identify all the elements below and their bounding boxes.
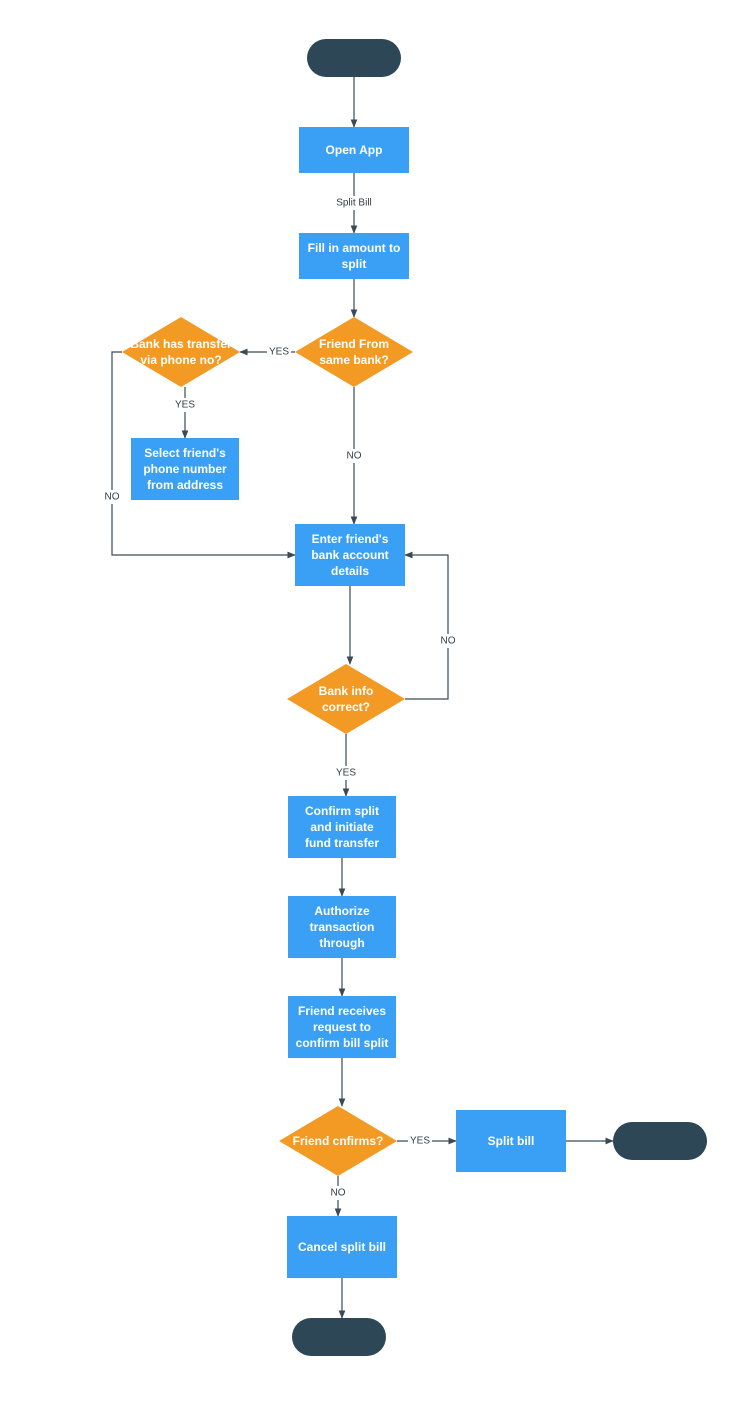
node-same-bank[interactable]: Friend From same bank? bbox=[295, 317, 413, 387]
node-label-line: Bank info bbox=[319, 684, 374, 698]
process-box bbox=[295, 524, 405, 586]
process-box bbox=[299, 127, 409, 173]
node-label-line: Open App bbox=[326, 143, 383, 157]
node-label-line: Authorize bbox=[314, 904, 370, 918]
node-enter-bank[interactable]: Enter friend's bank account details bbox=[295, 524, 405, 586]
connector-arrow bbox=[404, 551, 449, 700]
process-box bbox=[287, 1216, 397, 1278]
edge-open_app-to-fill_amount: Split Bill bbox=[321, 173, 387, 234]
edge-label: NO bbox=[331, 1188, 346, 1199]
edge-label-background bbox=[321, 196, 387, 210]
edge-label: YES bbox=[269, 347, 289, 358]
node-label-line: correct? bbox=[322, 700, 370, 714]
node-label-line: split bbox=[342, 257, 367, 271]
edge-label-background bbox=[334, 766, 358, 780]
node-bank-phone[interactable]: Bank has transfer via phone no? bbox=[122, 317, 240, 387]
edge-bank_phone-to-enter_bank: NO bbox=[103, 351, 296, 559]
node-label-line: bank account bbox=[311, 548, 388, 562]
edge-label-background bbox=[103, 490, 121, 504]
edge-label: NO bbox=[441, 636, 456, 647]
terminal-shape bbox=[307, 39, 401, 77]
node-label-line: transaction bbox=[310, 920, 375, 934]
edge-label-background bbox=[345, 449, 363, 463]
node-label-line: Select friend's bbox=[144, 446, 226, 460]
edge-label-background bbox=[267, 345, 291, 359]
edge-label: YES bbox=[410, 1136, 430, 1147]
decision-diamond bbox=[279, 1106, 397, 1176]
node-label-line: Friend receives bbox=[298, 1004, 386, 1018]
node-fill-amount[interactable]: Fill in amount to split bbox=[299, 233, 409, 279]
node-label-line: confirm bill split bbox=[296, 1036, 389, 1050]
edge-same_bank-to-enter_bank: NO bbox=[345, 387, 363, 525]
terminal-shape bbox=[292, 1318, 386, 1356]
node-label-line: from address bbox=[147, 478, 223, 492]
edge-bank_info-to-enter_bank: NO bbox=[404, 551, 457, 700]
edge-label: NO bbox=[347, 451, 362, 462]
terminal-shape bbox=[613, 1122, 707, 1160]
edge-friend_confirms-to-split_bill: YES bbox=[397, 1134, 457, 1148]
node-label-line: Cancel split bill bbox=[298, 1240, 386, 1254]
node-end-right[interactable] bbox=[613, 1122, 707, 1160]
node-start[interactable] bbox=[307, 39, 401, 77]
process-box bbox=[288, 896, 396, 958]
node-label-line: Bank has transfer bbox=[130, 337, 232, 351]
node-label-line: and initiate bbox=[310, 820, 374, 834]
node-label-line: fund transfer bbox=[305, 836, 379, 850]
node-label-line: request to bbox=[313, 1020, 371, 1034]
decision-diamond bbox=[122, 317, 240, 387]
edge-bank_phone-to-select_phone: YES bbox=[173, 387, 197, 439]
edge-label: Split Bill bbox=[336, 198, 372, 209]
node-label-line: Split bill bbox=[488, 1134, 535, 1148]
node-split-bill[interactable]: Split bill bbox=[456, 1110, 566, 1172]
node-label-line: Confirm split bbox=[305, 804, 379, 818]
node-friend-confirms[interactable]: Friend cnfirms? bbox=[279, 1106, 397, 1176]
process-box bbox=[288, 796, 396, 858]
edge-friend_confirms-to-cancel: NO bbox=[329, 1176, 347, 1217]
edge-label-background bbox=[439, 634, 457, 648]
edge-label: YES bbox=[336, 768, 356, 779]
process-box bbox=[299, 233, 409, 279]
process-box bbox=[288, 996, 396, 1058]
node-confirm-split[interactable]: Confirm split and initiate fund transfer bbox=[288, 796, 396, 858]
edge-same_bank-to-bank_phone: YES bbox=[239, 345, 295, 359]
decision-diamond bbox=[295, 317, 413, 387]
edge-bank_info-to-confirm_split: YES bbox=[334, 734, 358, 797]
node-select-phone[interactable]: Select friend's phone number from address bbox=[131, 438, 239, 500]
edge-label-background bbox=[408, 1134, 432, 1148]
node-label-line: through bbox=[319, 936, 364, 950]
process-box bbox=[456, 1110, 566, 1172]
node-label-line: details bbox=[331, 564, 369, 578]
node-label-line: phone number bbox=[143, 462, 227, 476]
edge-label-background bbox=[329, 1186, 347, 1200]
node-label-line: Friend From bbox=[319, 337, 389, 351]
node-label-line: Friend cnfirms? bbox=[293, 1134, 384, 1148]
node-cancel[interactable]: Cancel split bill bbox=[287, 1216, 397, 1278]
process-box bbox=[131, 438, 239, 500]
node-end-bottom[interactable] bbox=[292, 1318, 386, 1356]
node-bank-info[interactable]: Bank info correct? bbox=[287, 664, 405, 734]
edge-label-background bbox=[173, 398, 197, 412]
edge-label: YES bbox=[175, 400, 195, 411]
node-open-app[interactable]: Open App bbox=[299, 127, 409, 173]
node-friend-receives[interactable]: Friend receives request to confirm bill sp… bbox=[288, 996, 396, 1058]
decision-diamond bbox=[287, 664, 405, 734]
node-label-line: Enter friend's bbox=[312, 532, 389, 546]
node-authorize[interactable]: Authorize transaction through bbox=[288, 896, 396, 958]
node-label-line: Fill in amount to bbox=[308, 241, 401, 255]
node-label-line: via phone no? bbox=[140, 353, 221, 367]
edge-label: NO bbox=[105, 492, 120, 503]
connector-arrow bbox=[111, 351, 296, 559]
node-label-line: same bank? bbox=[319, 353, 388, 367]
